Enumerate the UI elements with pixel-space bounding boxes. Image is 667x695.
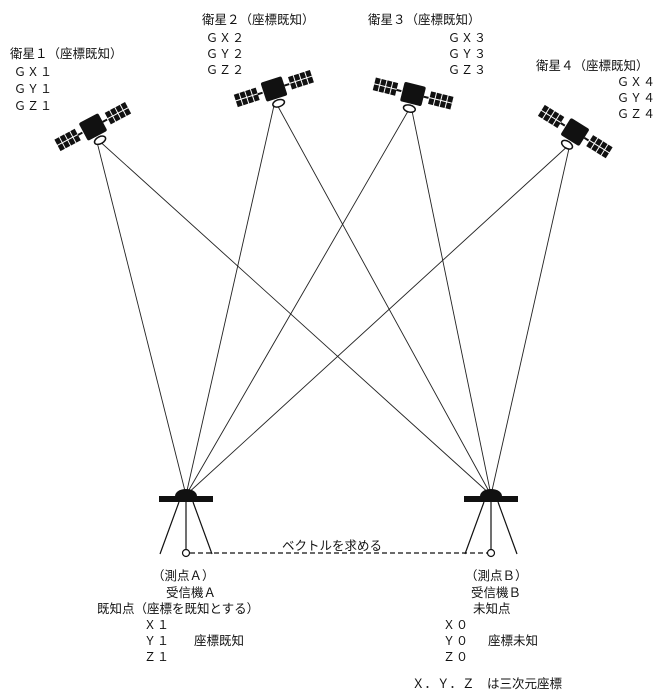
satellite-1-coord-y: ＧＹ１ [14, 82, 53, 96]
receiver-a-coord-status: 座標既知 [194, 633, 244, 648]
satellite-4-coord-x: ＧＸ４ [617, 75, 656, 89]
receiver-a-coord-y: Ｙ１ [144, 634, 170, 648]
receiver-a-coord-z: Ｚ１ [144, 650, 170, 664]
satellite-3-coord-z: ＧＺ３ [448, 63, 487, 77]
signal-sat3-b [410, 105, 492, 496]
receiver-b-antenna-icon [463, 488, 519, 558]
signal-sat3-a [185, 105, 412, 496]
satellite-1-coord-x: ＧＸ１ [14, 65, 53, 79]
satellite-3-coord-y: ＧＹ３ [448, 47, 487, 61]
receiver-b-status: 未知点 [473, 601, 511, 616]
satellite-4-coord-y: ＧＹ４ [617, 91, 656, 105]
receiver-a-antenna-icon [158, 488, 214, 558]
receiver-a-receiver-label: 受信機Ａ [166, 585, 216, 600]
vector-label: ベクトルを求める [282, 538, 382, 553]
satellite-2-title: 衛星２（座標既知） [202, 12, 315, 27]
footnote: Ｘ．Ｙ．Ｚ は三次元座標 [412, 676, 563, 691]
receiver-b-coord-y: Ｙ０ [443, 634, 469, 648]
satellite-4-title: 衛星４（座標既知） [536, 58, 649, 73]
receiver-a-point-label: （測点Ａ） [152, 568, 215, 583]
receiver-a-coord-x: Ｘ１ [144, 618, 170, 632]
signal-lines [95, 100, 571, 496]
satellite-4-icon [531, 102, 614, 169]
signal-sat1-b [95, 137, 492, 496]
satellite-2-icon [233, 67, 318, 119]
satellite-3-title: 衛星３（座標既知） [368, 12, 481, 27]
satellite-3-coord-x: ＧＸ３ [448, 31, 487, 45]
satellite-1-coord-z: ＧＺ１ [14, 99, 53, 113]
satellite-2-coord-y: ＧＹ２ [206, 47, 245, 61]
receiver-b-coord-x: Ｘ０ [443, 618, 469, 632]
signal-sat4-a [185, 143, 571, 496]
signal-sat1-a [95, 137, 187, 496]
receiver-b-coord-z: Ｚ０ [443, 650, 469, 664]
satellite-1-title: 衛星１（座標既知） [10, 46, 123, 61]
receiver-a-status: 既知点（座標を既知とする） [97, 601, 259, 616]
receiver-b-receiver-label: 受信機Ｂ [471, 585, 521, 600]
satellite-2-coord-x: ＧＸ２ [206, 31, 245, 45]
satellite-3-icon [370, 75, 455, 122]
signal-sat4-b [490, 143, 571, 496]
satellite-4-coord-z: ＧＺ４ [617, 107, 656, 121]
receiver-b-coord-status: 座標未知 [488, 633, 538, 648]
signal-sat2-b [274, 100, 492, 496]
satellite-1-icon [53, 99, 137, 162]
receiver-b-point-label: （測点Ｂ） [465, 568, 528, 583]
signal-sat2-a [185, 100, 276, 496]
satellite-2-coord-z: ＧＺ２ [206, 63, 245, 77]
